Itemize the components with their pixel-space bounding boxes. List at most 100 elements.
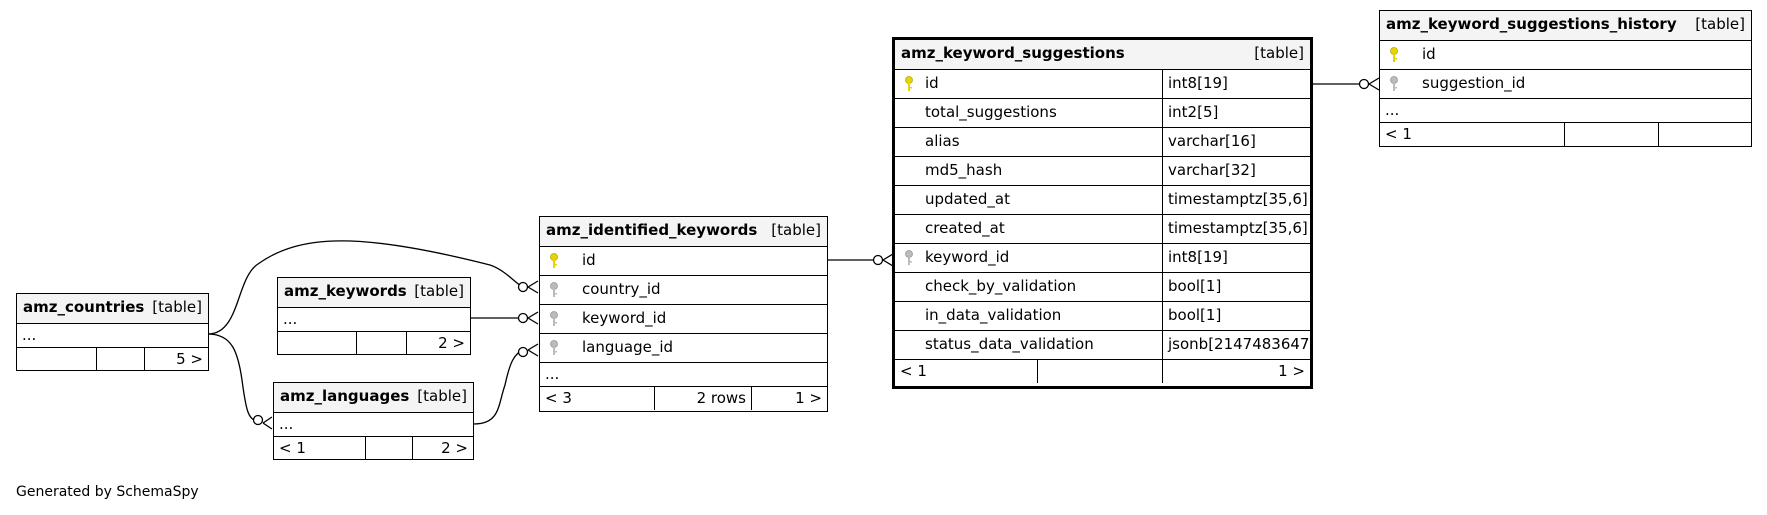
crowfoot <box>1368 77 1380 91</box>
table-kind: [table] <box>771 221 821 239</box>
column-row-country-id[interactable]: country_id <box>540 275 827 304</box>
table-header: amz_languages [table] <box>274 383 473 412</box>
crowfoot <box>527 311 539 325</box>
column-name: md5_hash <box>925 161 1003 179</box>
prev-page-link[interactable]: < 1 <box>1385 125 1412 143</box>
column-name: id <box>1422 45 1436 63</box>
crowfoot <box>882 253 894 267</box>
table-kind: [table] <box>414 282 464 300</box>
prev-page-link[interactable]: < 3 <box>545 389 572 407</box>
column-name: total_suggestions <box>925 103 1057 121</box>
column-type: varchar[32] <box>1162 157 1310 185</box>
table-amz-languages[interactable]: amz_languages [table] ... < 1 2 > <box>273 382 474 460</box>
column-row-id[interactable]: id int8[19] <box>895 69 1310 98</box>
optional-circle <box>517 281 529 293</box>
next-page-link[interactable]: 5 > <box>144 348 208 371</box>
column-name: country_id <box>582 280 661 298</box>
foreign-key-icon <box>1390 76 1398 91</box>
column-type: timestamptz[35,6] <box>1162 215 1310 243</box>
column-row-keyword-id[interactable]: keyword_id int8[19] <box>895 243 1310 272</box>
optional-circle <box>872 254 884 266</box>
column-row-keyword-id[interactable]: keyword_id <box>540 304 827 333</box>
column-name: id <box>925 74 939 92</box>
ellipsis-row: ... <box>274 412 473 436</box>
column-type: jsonb[2147483647] <box>1162 331 1310 359</box>
column-type: int2[5] <box>1162 99 1310 127</box>
ellipsis-row: ... <box>278 307 470 331</box>
table-name: amz_keyword_suggestions <box>901 44 1125 62</box>
column-row-suggestion-id[interactable]: suggestion_id <box>1380 69 1751 98</box>
column-name: updated_at <box>925 190 1010 208</box>
table-name: amz_countries <box>23 298 145 316</box>
table-name: amz_identified_keywords <box>546 221 758 239</box>
optional-circle <box>252 414 264 426</box>
table-footer-row: < 1 <box>1380 122 1751 146</box>
column-row-id[interactable]: id <box>540 246 827 275</box>
column-row-md5-hash[interactable]: md5_hash varchar[32] <box>895 156 1310 185</box>
table-header: amz_keywords [table] <box>278 278 470 307</box>
foreign-key-icon <box>550 340 558 355</box>
column-row-created-at[interactable]: created_at timestamptz[35,6] <box>895 214 1310 243</box>
table-kind: [table] <box>1695 15 1745 33</box>
ellipsis-row: ... <box>1380 98 1751 122</box>
table-footer-row: < 1 2 > <box>274 436 473 460</box>
table-footer-row: < 1 1 > <box>895 359 1310 383</box>
generated-by-footer: Generated by SchemaSpy <box>16 484 199 500</box>
column-type: varchar[16] <box>1162 128 1310 156</box>
ellipsis-row: ... <box>17 323 208 347</box>
next-page-link[interactable]: 2 > <box>406 332 470 355</box>
table-footer-row: 5 > <box>17 347 208 371</box>
table-header: amz_keyword_suggestions [table] <box>895 40 1310 69</box>
table-kind: [table] <box>417 387 467 405</box>
link-countries-languages <box>207 333 259 422</box>
next-page-link[interactable]: 2 > <box>412 437 473 460</box>
column-name: language_id <box>582 338 674 356</box>
table-amz-identified-keywords[interactable]: amz_identified_keywords [table] id count… <box>539 216 828 412</box>
table-header: amz_countries [table] <box>17 294 208 323</box>
link-languages-identified <box>473 348 525 425</box>
optional-circle <box>517 312 529 324</box>
optional-circle <box>517 346 529 358</box>
column-name: keyword_id <box>925 248 1010 266</box>
table-amz-keyword-suggestions-history[interactable]: amz_keyword_suggestions_history [table] … <box>1379 10 1752 147</box>
table-name: amz_keywords <box>284 282 407 300</box>
table-kind: [table] <box>1254 44 1304 62</box>
table-amz-keywords[interactable]: amz_keywords [table] ... 2 > <box>277 277 471 355</box>
foreign-key-icon <box>550 311 558 326</box>
row-count: 2 rows <box>654 387 751 410</box>
link-countries-identified <box>207 240 525 335</box>
table-footer-row: < 3 2 rows 1 > <box>540 386 827 410</box>
primary-key-icon <box>905 76 913 91</box>
column-name: suggestion_id <box>1422 74 1526 92</box>
column-row-updated-at[interactable]: updated_at timestamptz[35,6] <box>895 185 1310 214</box>
foreign-key-icon <box>550 282 558 297</box>
table-footer-row: 2 > <box>278 331 470 355</box>
column-type: int8[19] <box>1162 70 1310 98</box>
column-row-language-id[interactable]: language_id <box>540 333 827 362</box>
column-name: keyword_id <box>582 309 667 327</box>
column-type: timestamptz[35,6] <box>1162 186 1310 214</box>
prev-page-link[interactable]: < 1 <box>900 362 927 380</box>
column-row-total-suggestions[interactable]: total_suggestions int2[5] <box>895 98 1310 127</box>
ellipsis-row: ... <box>540 362 827 386</box>
column-name: status_data_validation <box>925 335 1094 353</box>
table-kind: [table] <box>152 298 202 316</box>
table-amz-keyword-suggestions[interactable]: amz_keyword_suggestions [table] id int8[1… <box>892 37 1313 389</box>
column-row-status-data-validation[interactable]: status_data_validation jsonb[2147483647] <box>895 330 1310 359</box>
next-page-link[interactable]: 1 > <box>751 387 827 410</box>
primary-key-icon <box>1390 47 1398 62</box>
column-name: created_at <box>925 219 1005 237</box>
optional-circle <box>1358 78 1370 90</box>
column-type: int8[19] <box>1162 244 1310 272</box>
table-amz-countries[interactable]: amz_countries [table] ... 5 > <box>16 293 209 371</box>
next-page-link[interactable]: 1 > <box>1162 360 1310 383</box>
crowfoot <box>262 416 273 430</box>
column-type: bool[1] <box>1162 302 1310 330</box>
column-row-id[interactable]: id <box>1380 40 1751 69</box>
prev-page-link[interactable]: < 1 <box>279 439 306 457</box>
crowfoot <box>527 280 539 294</box>
